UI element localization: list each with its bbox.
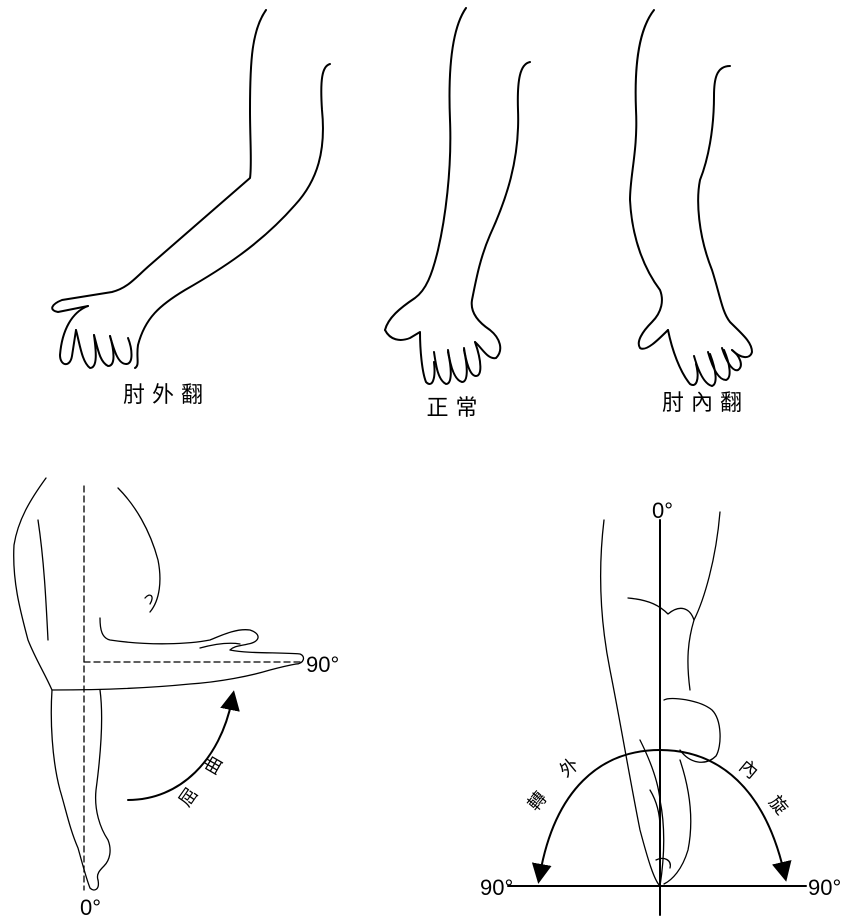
flexion-arc-arrow bbox=[128, 700, 232, 800]
rotation-figure bbox=[508, 512, 806, 915]
rotation-right-angle: 90° bbox=[808, 875, 841, 900]
flexed-angle-label: 90° bbox=[306, 652, 339, 677]
rotation-left-angle: 90° bbox=[480, 875, 513, 900]
internal-rotation-label-2: 旋 bbox=[764, 792, 792, 819]
internal-rotation-arrow bbox=[660, 750, 784, 872]
cubitus-valgus-caption: 肘 外 翻 bbox=[123, 383, 203, 408]
flexion-figure bbox=[14, 478, 304, 890]
extended-angle-label: 0° bbox=[80, 895, 101, 920]
cubitus-varus-caption: 肘 內 翻 bbox=[662, 391, 742, 416]
flexion-label-2: 曲 bbox=[200, 752, 227, 778]
valgus-arm-outline bbox=[52, 10, 330, 368]
normal-arm-outline bbox=[385, 8, 530, 384]
external-rotation-label-1: 轉 bbox=[524, 788, 552, 815]
rotation-top-angle: 0° bbox=[652, 498, 673, 523]
normal-caption: 正 常 bbox=[427, 396, 478, 421]
varus-arm-outline bbox=[630, 10, 752, 386]
external-rotation-label-2: 外 bbox=[556, 754, 583, 782]
flexion-label-1: 屈 bbox=[175, 784, 203, 811]
internal-rotation-label-1: 內 bbox=[735, 756, 762, 784]
